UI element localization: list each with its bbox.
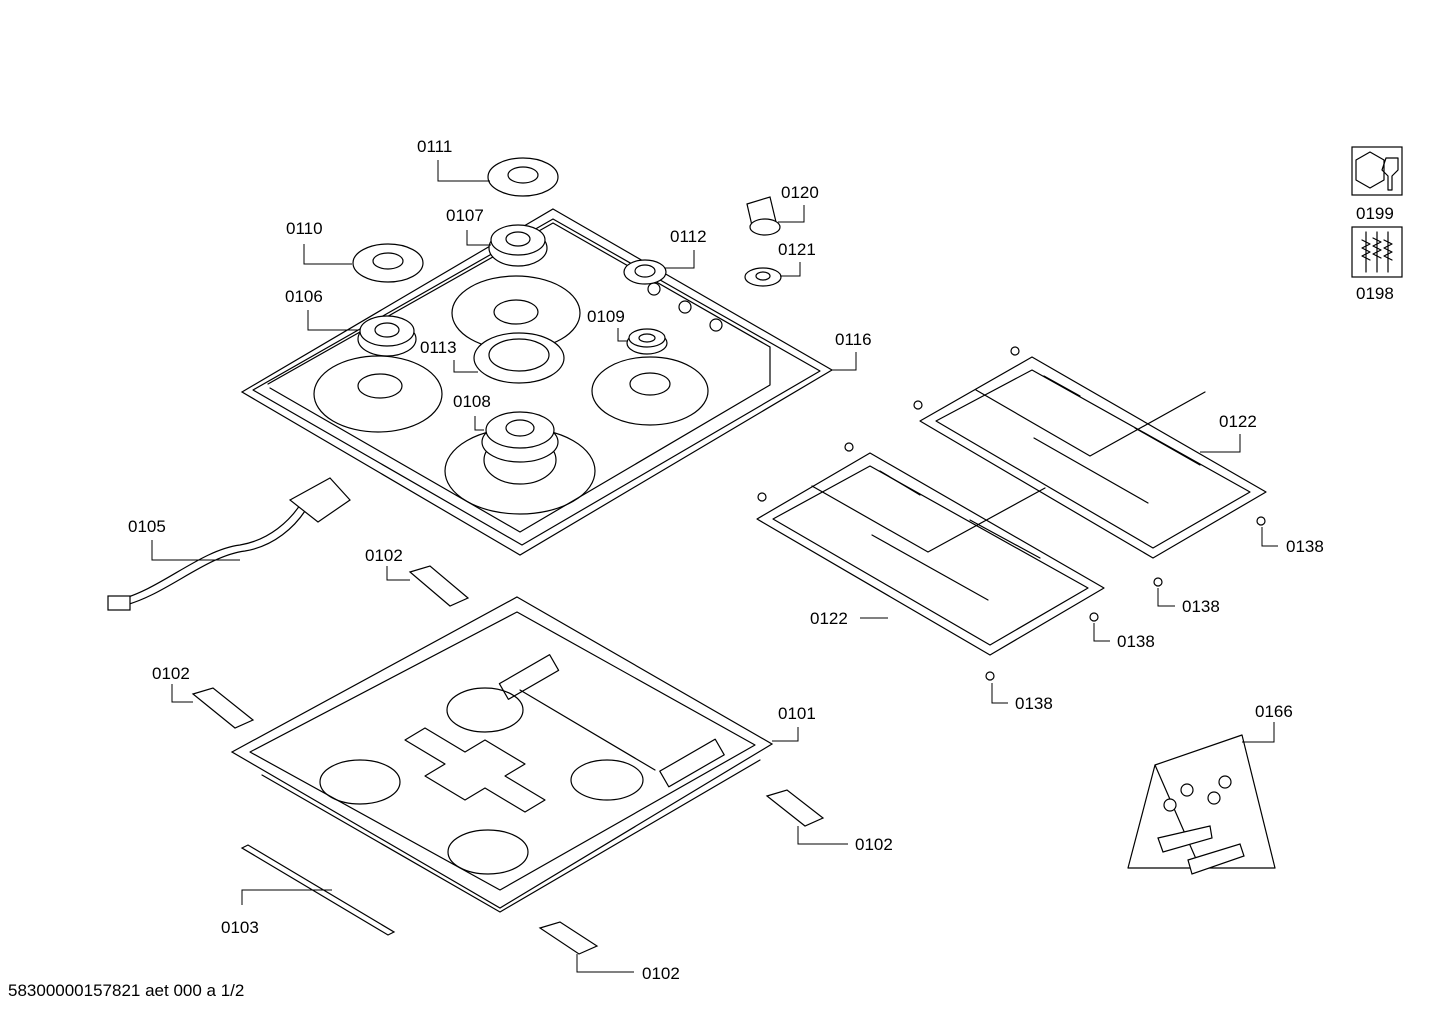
label-0122-b: 0122	[810, 609, 848, 628]
label-0102-d: 0102	[642, 964, 680, 983]
burner-cap-0111	[487, 157, 559, 197]
label-0198: 0198	[1356, 284, 1394, 303]
rubber-feet	[757, 346, 1266, 681]
label-0138-d: 0138	[1015, 694, 1053, 713]
label-0113: 0113	[420, 338, 457, 357]
clamp-a	[408, 565, 470, 607]
label-0112: 0112	[670, 227, 707, 246]
igniter-ring-0112	[623, 259, 667, 285]
label-0122-a: 0122	[1219, 412, 1257, 431]
clamp-c	[765, 789, 825, 827]
label-0111: 0111	[417, 137, 453, 156]
knob-0120	[746, 196, 781, 236]
drawing-number: 58300000157821 aet 000 a 1/2	[8, 981, 245, 1000]
label-0199: 0199	[1356, 204, 1394, 223]
nut-and-wrench-icon	[1351, 146, 1403, 196]
label-0108: 0108	[453, 392, 491, 411]
pan-support-left	[756, 452, 1105, 656]
accessory-bag	[1127, 734, 1276, 875]
burner-cap-0113	[473, 332, 565, 384]
label-0101: 0101	[778, 704, 816, 723]
label-0102-c: 0102	[855, 835, 893, 854]
label-0109: 0109	[587, 307, 625, 326]
label-0106: 0106	[285, 287, 323, 306]
burner-0107	[488, 224, 548, 267]
label-0138-a: 0138	[1286, 537, 1324, 556]
label-0102-a: 0102	[365, 546, 403, 565]
label-0120: 0120	[781, 183, 819, 202]
clamp-b	[191, 687, 255, 729]
label-0121: 0121	[778, 240, 816, 259]
knob-ring-0121	[744, 267, 782, 287]
base-tray	[230, 596, 774, 913]
leader-lines	[151, 160, 1278, 973]
label-0138-b: 0138	[1182, 597, 1220, 616]
label-0103: 0103	[221, 918, 259, 937]
label-0116: 0116	[835, 330, 872, 349]
label-0107: 0107	[446, 206, 484, 225]
label-0166: 0166	[1255, 702, 1293, 721]
burner-0108	[481, 411, 559, 485]
pan-support-right	[919, 356, 1267, 559]
burner-0109	[626, 328, 668, 355]
label-0105: 0105	[128, 517, 166, 536]
hob-top-plate	[240, 208, 834, 556]
power-cable	[107, 477, 351, 611]
label-0102-b: 0102	[152, 664, 190, 683]
burner-0106	[357, 315, 417, 357]
label-0110: 0110	[286, 219, 323, 238]
clamp-d	[538, 921, 599, 955]
burner-cap-0110	[352, 243, 424, 283]
screws-icon	[1351, 226, 1403, 278]
label-0138-c: 0138	[1117, 632, 1155, 651]
